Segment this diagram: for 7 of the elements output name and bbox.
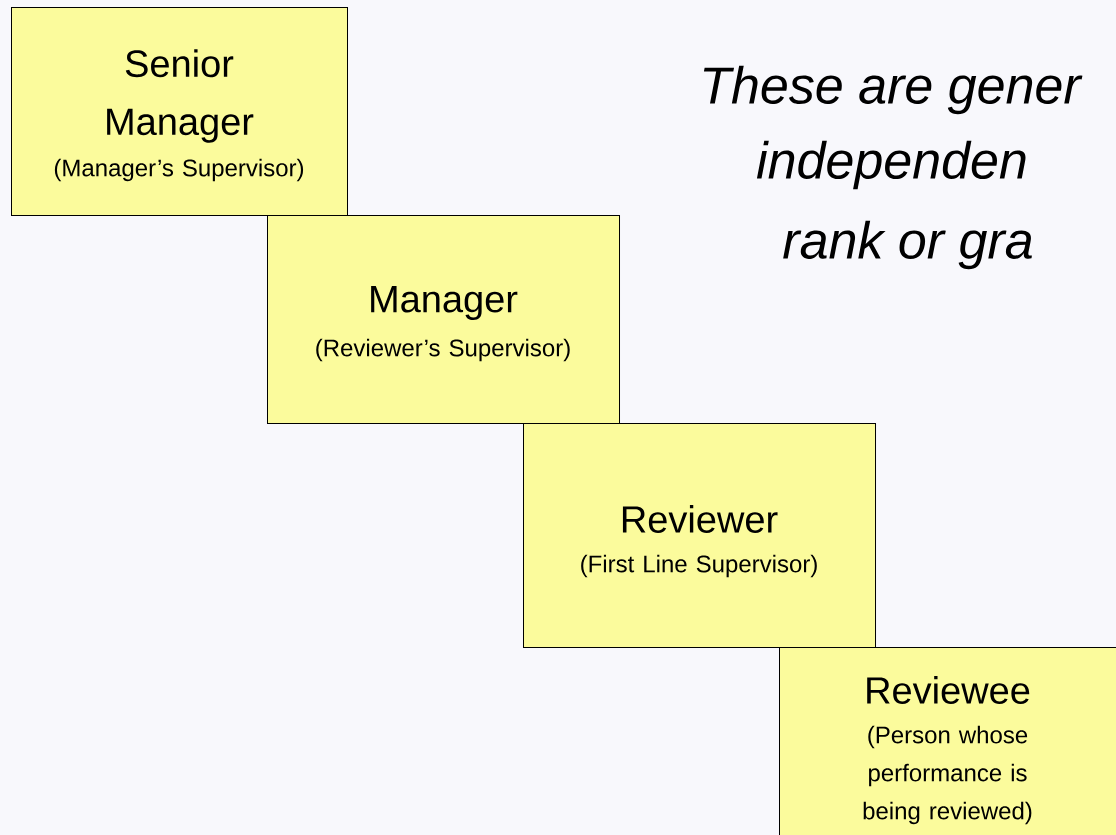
role-box: Manager (Reviewer’s Supervisor): [267, 215, 620, 424]
role-box: Reviewer (First Line Supervisor): [523, 423, 876, 648]
note-text: These are gener: [703, 65, 1083, 115]
note-text: independen: [756, 140, 1026, 190]
role-box: Reviewee (Person whose performance is being reviewed): [779, 647, 1116, 835]
role-box: Senior Manager (Manager’s Supervisor): [11, 7, 348, 216]
note-text: rank or gra: [783, 220, 1032, 270]
